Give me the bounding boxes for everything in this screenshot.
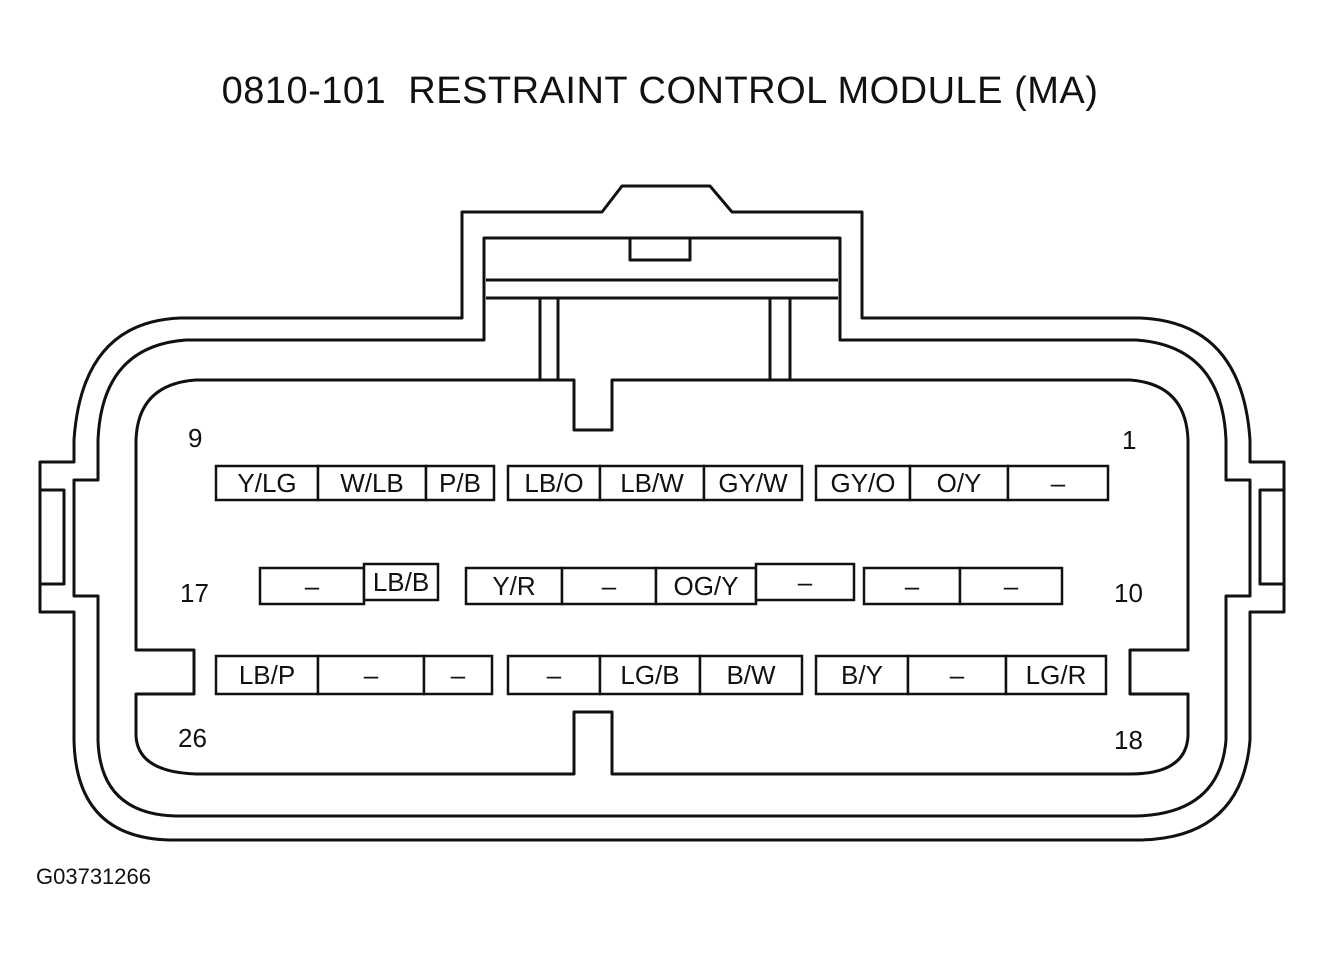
- pin-cell: [908, 464, 1010, 502]
- pin-wire-color-label: –: [798, 567, 813, 597]
- pin-wire-color-label: –: [451, 660, 466, 690]
- pin-wire-color-label: LB/B: [373, 567, 429, 597]
- pin-wire-color-label: GY/O: [830, 468, 895, 498]
- pin-wire-color-cells: Y/LG W/LB P/B LB/O LB/W GY/W GY/O O/Y – – LB/B Y/R –…: [214, 464, 1110, 696]
- housing-outer-outline: [38, 184, 1286, 842]
- pin-cell: [958, 566, 1064, 606]
- pin-cell: [598, 464, 706, 502]
- pin-cell: [702, 464, 804, 502]
- pin-wire-color-label: O/Y: [937, 468, 982, 498]
- housing-side-notch-right: [1258, 488, 1284, 586]
- pin-wire-color-label: LB/O: [524, 468, 583, 498]
- pin-number-18: 18: [1114, 725, 1143, 755]
- pin-numbers: 9 1 17 10 26 18: [178, 423, 1143, 755]
- pin-wire-color-label: –: [364, 660, 379, 690]
- diagram-title: 0810-101 RESTRAINT CONTROL MODULE (MA): [221, 70, 1099, 112]
- pin-cell: [862, 566, 962, 606]
- pin-wire-color-label: W/LB: [340, 468, 404, 498]
- pin-wire-color-label: LB/W: [620, 468, 684, 498]
- pin-cavity-outline: [134, 378, 1190, 776]
- pin-cell: [316, 654, 426, 696]
- housing-inner-outline: [72, 236, 1252, 818]
- housing-side-notch-left: [40, 488, 66, 586]
- pin-cell: [654, 566, 758, 606]
- latch-leg-left: [538, 298, 560, 380]
- pin-wire-color-label: –: [547, 660, 562, 690]
- pin-cell: [464, 566, 564, 606]
- pin-cell: [598, 654, 702, 696]
- pin-wire-color-label: GY/W: [718, 468, 788, 498]
- pin-wire-color-label: –: [950, 660, 965, 690]
- pin-cell: [214, 654, 320, 696]
- pin-cell: [362, 562, 440, 602]
- figure-id: G03731266: [36, 864, 151, 889]
- pin-cell: [698, 654, 804, 696]
- pin-wire-color-label: B/Y: [841, 660, 883, 690]
- pin-wire-color-label: Y/R: [492, 571, 535, 601]
- pin-wire-color-label: LG/B: [620, 660, 679, 690]
- pin-wire-color-label: –: [305, 571, 320, 601]
- pin-number-1: 1: [1122, 425, 1136, 455]
- pin-number-10: 10: [1114, 578, 1143, 608]
- pin-cell: [814, 654, 910, 696]
- pin-wire-color-label: LG/R: [1026, 660, 1087, 690]
- pin-number-26: 26: [178, 723, 207, 753]
- pin-number-9: 9: [188, 423, 202, 453]
- pin-wire-color-label: –: [1051, 468, 1066, 498]
- pin-wire-color-label: –: [602, 571, 617, 601]
- pin-wire-color-label: OG/Y: [673, 571, 738, 601]
- connector-housing: [38, 184, 1286, 842]
- pin-cell: [214, 464, 320, 502]
- pin-cell: [754, 562, 856, 602]
- pin-wire-color-label: Y/LG: [237, 468, 296, 498]
- pin-cell: [422, 654, 494, 696]
- pin-number-17: 17: [180, 578, 209, 608]
- latch-bar: [628, 236, 692, 262]
- pin-cell: [814, 464, 912, 502]
- pin-cell: [424, 464, 496, 502]
- pin-cell: [1006, 464, 1110, 502]
- pin-wire-color-label: B/W: [726, 660, 776, 690]
- pin-cell: [1004, 654, 1108, 696]
- pin-cell: [506, 464, 602, 502]
- pin-wire-color-label: P/B: [439, 468, 481, 498]
- pin-cell: [258, 566, 366, 606]
- latch-leg-right: [768, 298, 792, 380]
- pin-wire-color-label: LB/P: [239, 660, 295, 690]
- pin-wire-color-label: –: [1004, 571, 1019, 601]
- pin-wire-color-label: –: [905, 571, 920, 601]
